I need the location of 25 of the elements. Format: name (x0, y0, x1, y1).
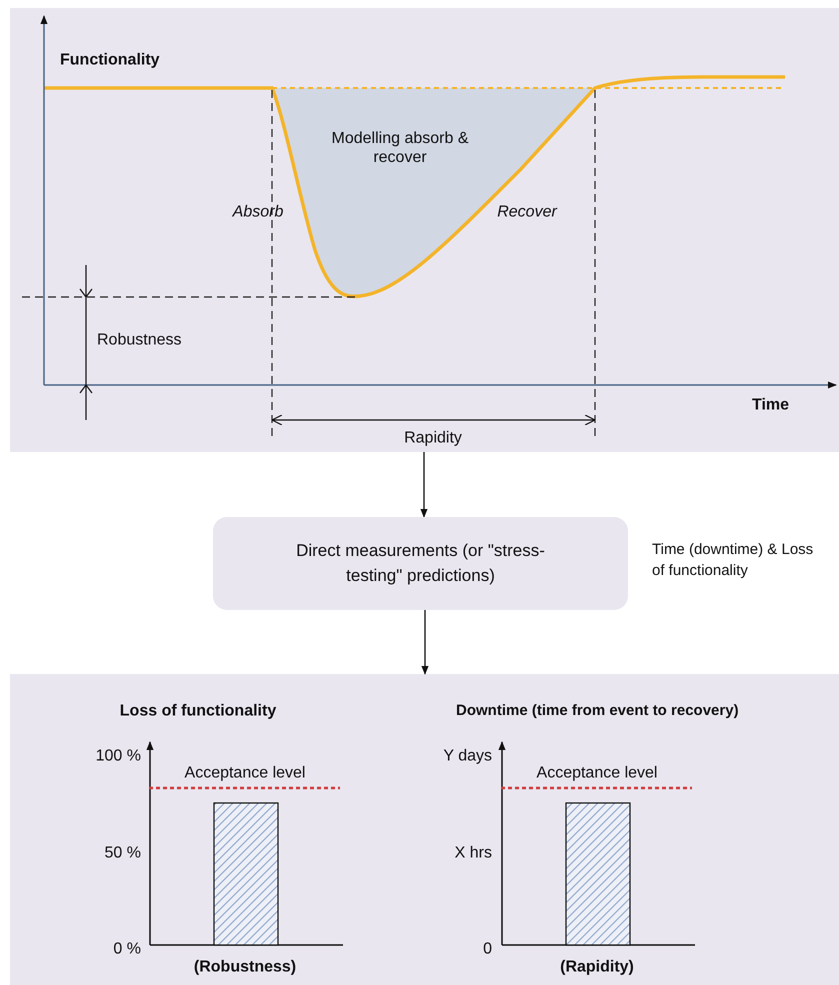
tick-label: 0 % (113, 939, 141, 959)
line-label: Acceptance level (536, 763, 658, 783)
tick-label: 0 (483, 939, 492, 959)
chart-title: Downtime (time from event to recovery) (456, 702, 739, 720)
axis-label: (Rapidity) (560, 957, 634, 977)
arrow (420, 452, 428, 518)
dimension-label: Rapidity (404, 428, 462, 448)
side-note: Time (downtime) & Loss of functionality (652, 540, 814, 581)
area-label: Modelling absorb & recover (330, 128, 470, 168)
diagram-panel (10, 674, 839, 985)
box-text: Direct measurements (or "stress-testing" predictions) (295, 540, 546, 586)
dimension-label: Robustness (97, 330, 182, 350)
axis-label: (Robustness) (194, 957, 296, 977)
axis-title: Functionality (60, 50, 160, 70)
tick-label: 100 % (96, 746, 141, 766)
chart-title: Loss of functionality (120, 701, 276, 721)
tick-label: X hrs (454, 843, 492, 863)
phase-label: Absorb (232, 202, 284, 222)
line-label: Acceptance level (184, 763, 306, 783)
tick-label: 50 % (104, 843, 141, 863)
phase-label: Recover (497, 202, 557, 222)
process-box (213, 517, 628, 610)
arrow (421, 610, 429, 675)
axis-title: Time (752, 395, 790, 415)
tick-label: Y days (443, 746, 492, 766)
